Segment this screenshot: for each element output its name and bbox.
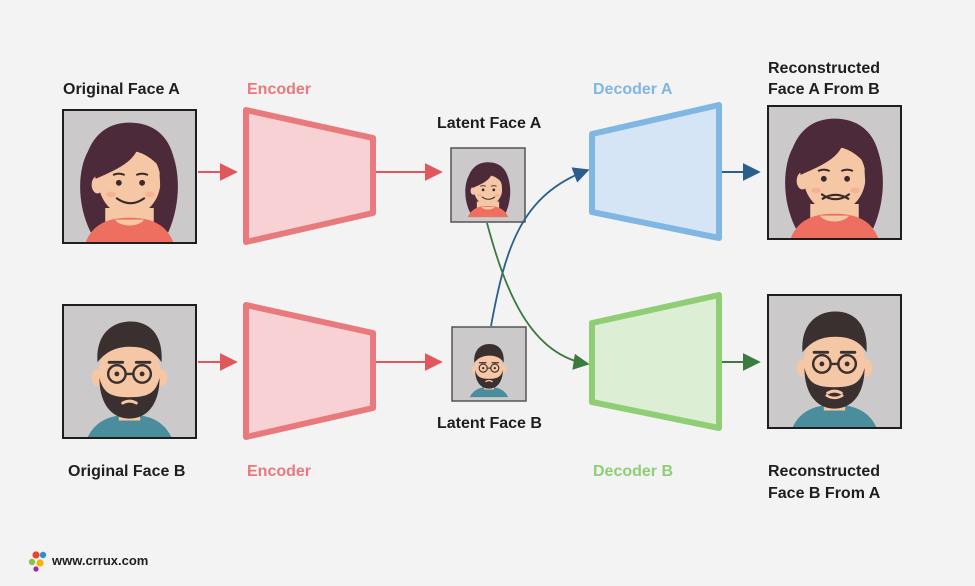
arrow-latent-a-to-decoder-b <box>486 222 590 370</box>
label-recon-b-line2: Face B From A <box>768 485 881 502</box>
footer-site[interactable]: www.crrux.com <box>51 553 148 568</box>
decoder-b-shape <box>589 292 722 431</box>
label-recon-a-line1: Reconstructed <box>768 60 880 77</box>
label-original-face-b: Original Face B <box>68 463 185 480</box>
original-face-a-frame <box>62 109 197 244</box>
label-latent-face-a: Latent Face A <box>437 115 542 132</box>
latent-face-a-frame <box>450 147 526 223</box>
label-recon-b-line1: Reconstructed <box>768 463 880 480</box>
label-latent-face-b: Latent Face B <box>437 415 542 432</box>
label-encoder-a: Encoder <box>247 81 311 98</box>
encoder-b-shape <box>243 302 376 440</box>
label-decoder-b: Decoder B <box>593 463 673 480</box>
latent-face-b-frame <box>451 326 527 402</box>
original-face-b-frame <box>62 304 197 439</box>
label-original-face-a: Original Face A <box>63 81 180 98</box>
latent-face-a-icon <box>464 161 511 218</box>
reconstructed-face-b-frame <box>767 294 902 429</box>
encoder-a-shape <box>243 107 376 245</box>
reconstructed-face-b-icon <box>791 310 878 427</box>
face-a-icon <box>79 121 179 242</box>
label-decoder-a: Decoder A <box>593 81 673 98</box>
reconstructed-face-a-icon <box>784 117 884 238</box>
reconstructed-face-a-frame <box>767 105 902 240</box>
crrux-logo-icon <box>28 551 47 572</box>
arrow-latent-b-to-decoder-a <box>490 167 590 327</box>
label-encoder-b: Encoder <box>247 463 311 480</box>
label-recon-a-line2: Face A From B <box>768 81 880 98</box>
decoder-a-shape <box>589 102 722 241</box>
